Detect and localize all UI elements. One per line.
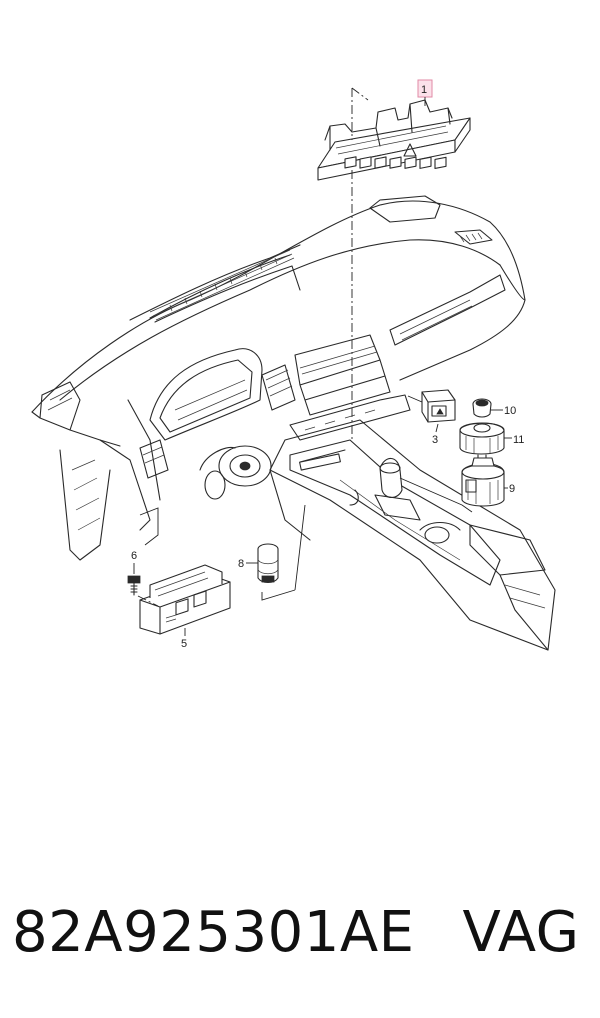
switch-part-3[interactable] (421, 389, 456, 423)
callout-10[interactable]: 10 (504, 405, 516, 417)
callout-11[interactable]: 11 (513, 434, 524, 446)
parts-diagram: 1 (31, 79, 556, 651)
callout-5[interactable]: 5 (181, 638, 187, 650)
rotary-switch-part-11[interactable] (459, 422, 505, 463)
part-number: 82A925301AE (12, 900, 415, 965)
callout-3[interactable]: 3 (432, 434, 438, 446)
callout-9[interactable]: 9 (509, 483, 515, 495)
callout-1[interactable]: 1 (421, 84, 427, 96)
callout-6[interactable]: 6 (131, 550, 137, 562)
rotary-module-part-9[interactable] (461, 457, 505, 507)
switch-panel-part-1[interactable] (317, 99, 471, 181)
screw-part-6[interactable] (127, 575, 141, 596)
callout-8[interactable]: 8 (238, 558, 244, 570)
push-switch-part-8[interactable] (257, 543, 279, 584)
knob-part-10[interactable] (472, 398, 492, 418)
light-switch-module-part-5[interactable] (139, 564, 231, 635)
part-caption: 82A925301AE VAG (12, 900, 592, 965)
dashboard-assembly (31, 195, 556, 651)
assembly-axis-1 (351, 87, 369, 440)
switch-buttons (344, 156, 447, 170)
brand-name: VAG (462, 900, 580, 965)
